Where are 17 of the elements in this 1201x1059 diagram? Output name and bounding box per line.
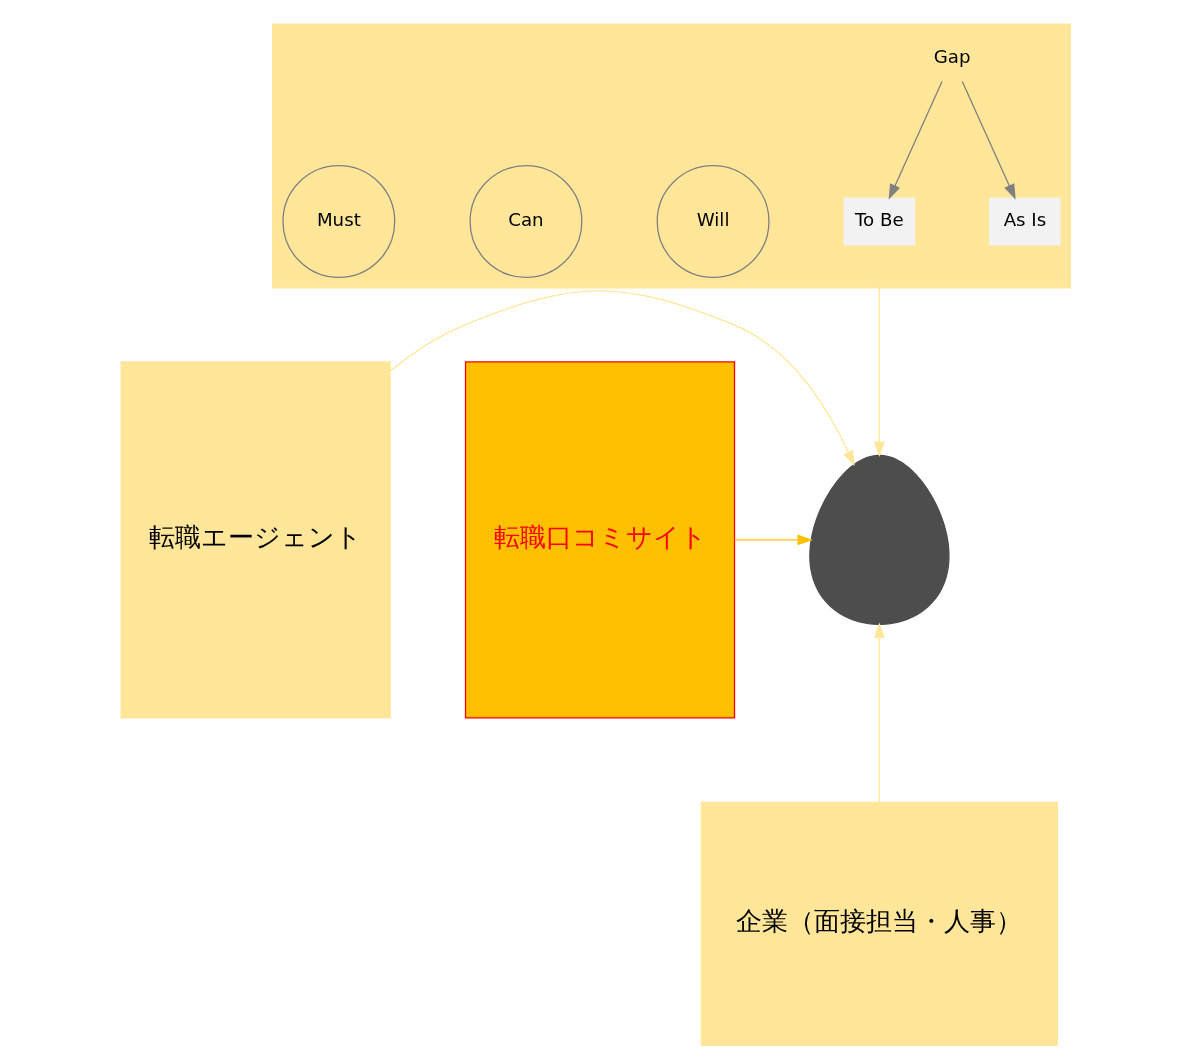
node-box: To Be xyxy=(843,197,915,246)
node-circle: Can xyxy=(468,165,582,279)
node-circle: Will xyxy=(656,165,770,279)
arrow xyxy=(733,534,813,546)
node-circle: Must xyxy=(281,165,395,279)
node-box: 転職口コミサイト xyxy=(464,361,735,719)
node-box: 企業（面接担当・人事） xyxy=(700,801,1058,1046)
node-text: Gap xyxy=(933,45,971,67)
arrow xyxy=(389,290,855,467)
arrow xyxy=(961,80,1016,200)
arrow xyxy=(888,80,943,200)
node-person xyxy=(808,454,950,625)
cluster xyxy=(271,23,1071,289)
node-box: 転職エージェント xyxy=(120,361,391,719)
node-box: As Is xyxy=(988,197,1061,246)
arrow xyxy=(873,287,885,458)
arrow xyxy=(873,622,885,803)
